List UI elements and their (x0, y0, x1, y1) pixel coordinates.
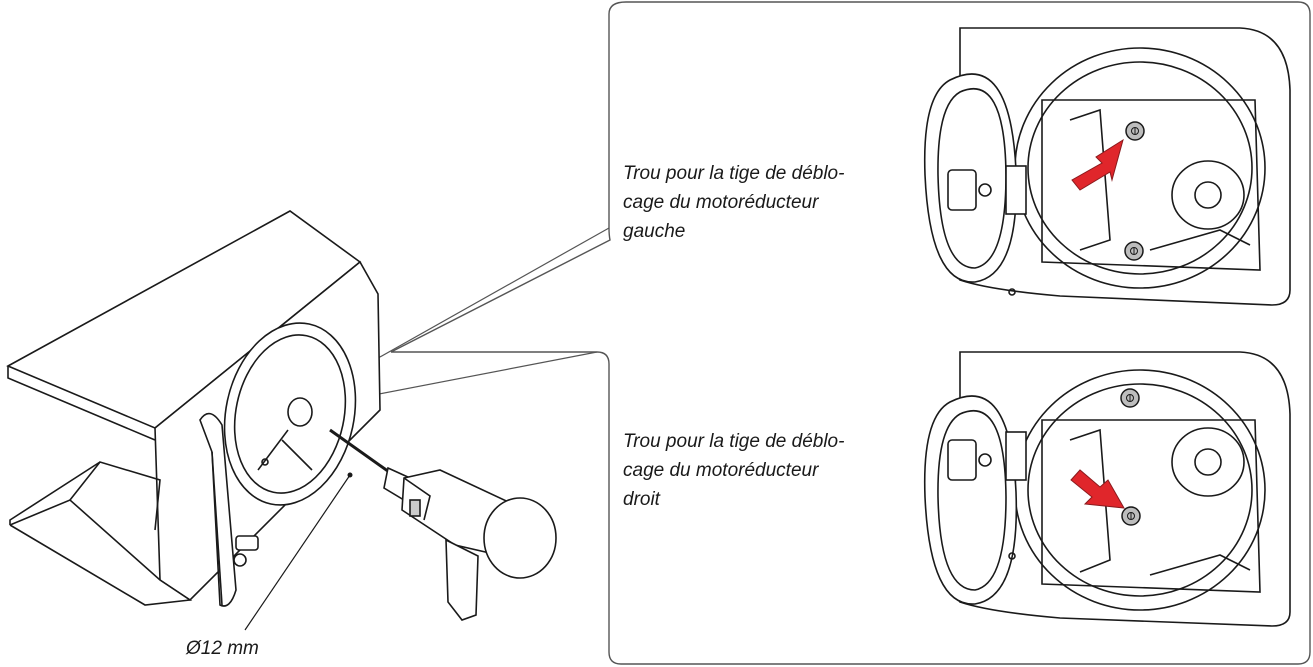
motor-detail-right (923, 351, 1291, 627)
screw-icon (1124, 241, 1144, 261)
screw-icon (1120, 388, 1140, 408)
left-motor-caption: Trou pour la tige de déblo- cage du moto… (623, 159, 844, 246)
power-drill-icon (329, 428, 557, 621)
caption-line: Trou pour la tige de déblo- (623, 163, 845, 184)
red-arrow-icon (1071, 138, 1124, 191)
dimension-leader (244, 472, 353, 631)
caption-line: droit (623, 489, 660, 510)
red-arrow-icon (1070, 469, 1125, 509)
caption-line: cage du motoréducteur (623, 460, 819, 481)
drill-diameter-label: Ø12 mm (186, 638, 259, 659)
motor-housing (6, 210, 381, 607)
screw-icon (1125, 121, 1145, 141)
caption-line: Trou pour la tige de déblo- (623, 431, 845, 452)
motor-detail-left (923, 27, 1291, 306)
caption-line: cage du motoréducteur (623, 192, 819, 213)
screw-icon (1121, 506, 1141, 526)
caption-line: gauche (623, 221, 686, 242)
right-motor-caption: Trou pour la tige de déblo- cage du moto… (623, 427, 844, 514)
